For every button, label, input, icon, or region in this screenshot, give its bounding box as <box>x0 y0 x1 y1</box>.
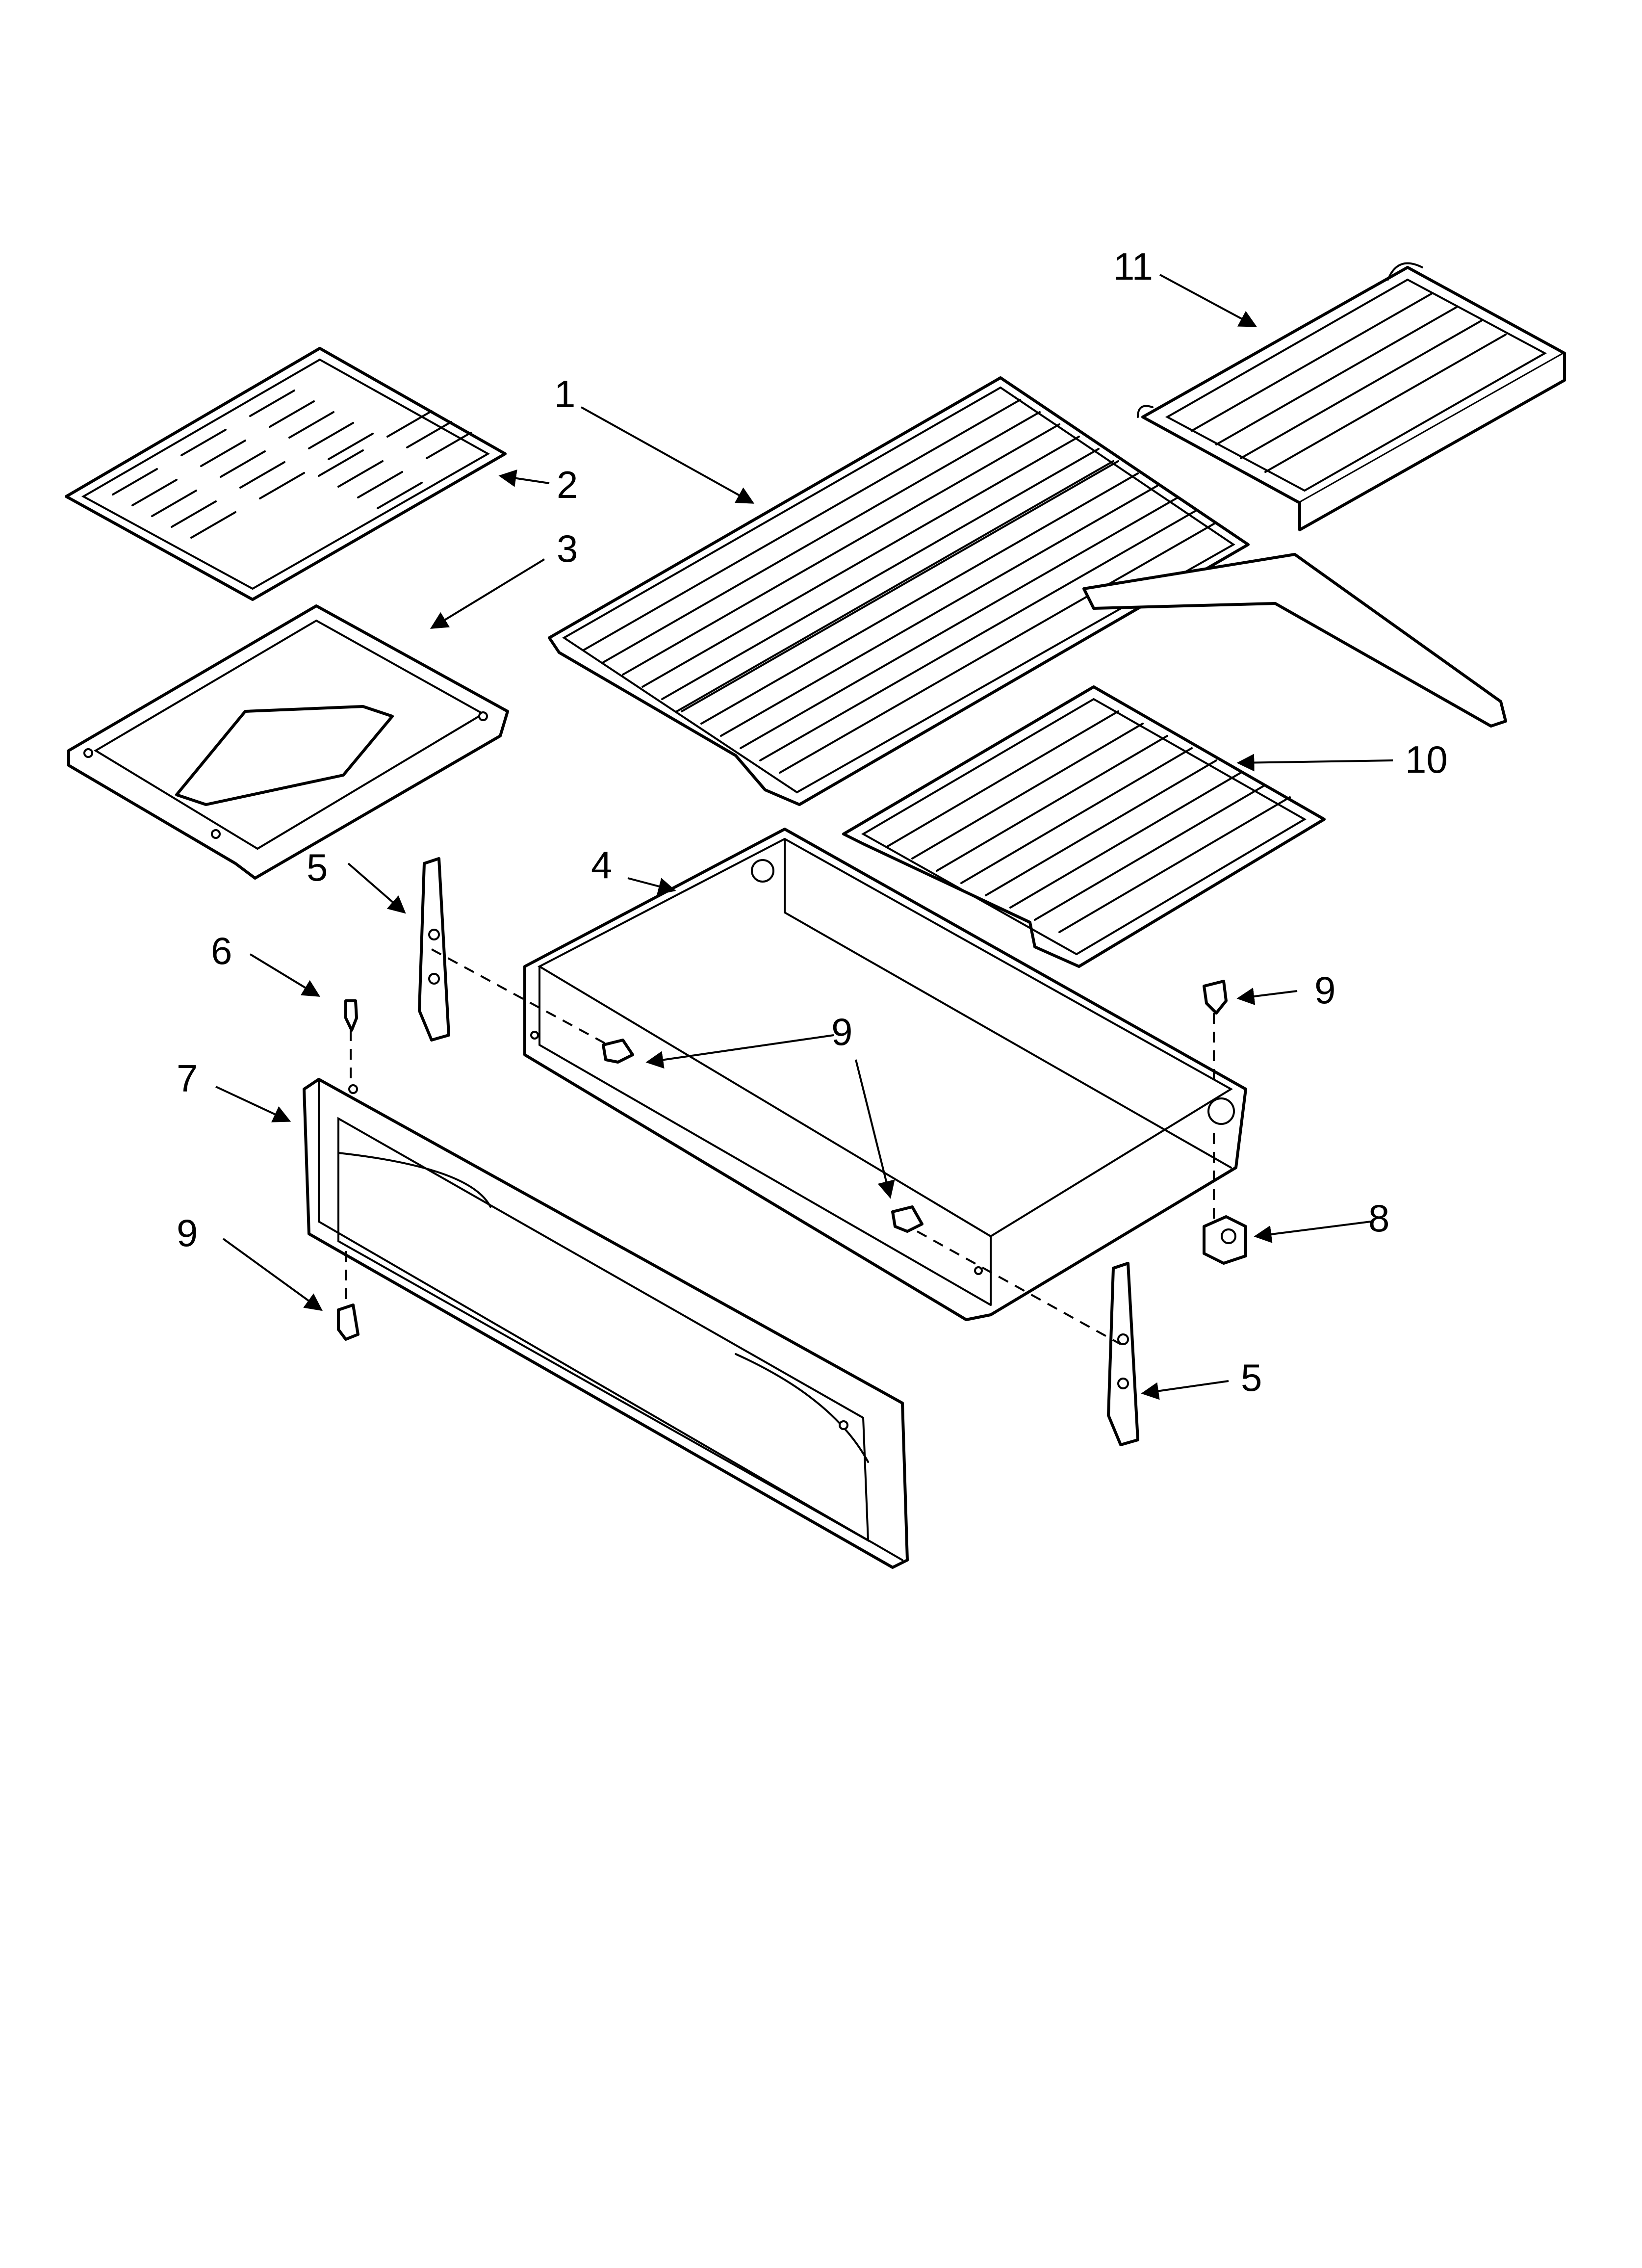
callout-9-right: 9 <box>1314 968 1335 1012</box>
callout-5-left: 5 <box>307 846 328 889</box>
callout-10: 10 <box>1405 738 1448 781</box>
callout-9-front: 9 <box>177 1211 198 1254</box>
screw-part-9-right <box>1203 980 1228 1015</box>
drawer-slide-left-part <box>418 857 450 1042</box>
callout-6: 6 <box>211 929 232 972</box>
broiler-pan-part <box>67 604 509 880</box>
callout-3: 3 <box>557 527 578 570</box>
alignment-line-left <box>431 948 609 1046</box>
callout-1: 1 <box>554 372 575 416</box>
screw-part-9-center <box>891 1205 924 1233</box>
callout-7: 7 <box>177 1057 198 1100</box>
broiler-grid-part <box>65 347 507 601</box>
alignment-line-right <box>917 1230 1121 1345</box>
screw-part-6 <box>344 999 358 1032</box>
callout-11: 11 <box>1113 245 1153 288</box>
screw-part-9-front <box>337 1303 359 1341</box>
broiler-grid-slots <box>112 390 472 539</box>
clip-part-8 <box>1203 1215 1247 1265</box>
callout-8: 8 <box>1368 1197 1389 1240</box>
oven-rack-part <box>548 376 1250 806</box>
oven-rack-wires <box>583 399 1217 774</box>
screw-part-9-left <box>602 1039 634 1064</box>
callout-9-center: 9 <box>831 1010 852 1053</box>
callout-5-right: 5 <box>1241 1356 1262 1399</box>
half-rack-part <box>1137 262 1566 531</box>
callout-4: 4 <box>591 843 612 886</box>
drawer-body-part <box>523 828 1247 1321</box>
callout-2: 2 <box>557 463 578 506</box>
drawer-front-part <box>303 1078 909 1569</box>
lower-rack-part <box>842 553 1507 968</box>
drawer-slide-right-part <box>1107 1262 1139 1446</box>
